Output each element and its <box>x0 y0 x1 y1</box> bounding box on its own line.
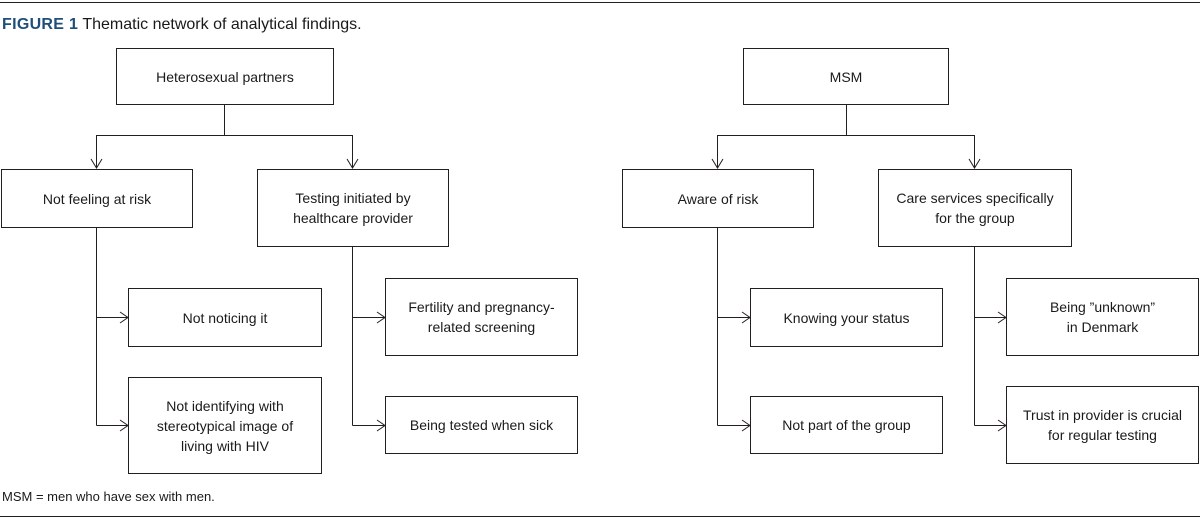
node-msm: MSM <box>743 48 949 105</box>
node-label: Being tested when sick <box>409 417 554 433</box>
connector-left-theme2 <box>352 246 385 426</box>
figure-caption: FIGURE 1 Thematic network of analytical … <box>2 15 362 35</box>
node-label: Care services specifically for the group <box>896 190 1054 226</box>
node-not-feeling-at-risk: Not feeling at risk <box>1 169 193 228</box>
connector-right-root <box>717 104 975 168</box>
node-knowing-your-status: Knowing your status <box>750 288 943 347</box>
node-label: Not feeling at risk <box>42 190 152 207</box>
connector-left-root <box>96 104 353 168</box>
node-not-identifying-with-stereotype: Not identifying with stereotypical image… <box>128 377 322 474</box>
node-label: MSM <box>829 68 863 85</box>
arrowhead <box>90 158 103 169</box>
node-label: Not part of the group <box>782 417 911 433</box>
node-label: Not noticing it <box>182 309 268 326</box>
node-label: Heterosexual partners <box>156 68 294 85</box>
node-being-unknown-in-denmark: Being ”unknown” in Denmark <box>1006 278 1199 356</box>
node-label: Fertility and pregnancy-related screenin… <box>408 299 555 335</box>
figure-title: Thematic network of analytical findings. <box>82 16 362 33</box>
node-being-tested-when-sick: Being tested when sick <box>385 396 578 454</box>
bottom-rule <box>0 516 1200 517</box>
connector-left-theme1 <box>96 227 128 426</box>
node-not-noticing-it: Not noticing it <box>128 288 322 347</box>
connector-right-theme2 <box>974 246 1006 426</box>
node-label: Trust in provider is crucial for regular… <box>1023 407 1182 443</box>
arrowhead <box>968 158 981 169</box>
top-rule <box>0 2 1200 3</box>
node-trust-in-provider: Trust in provider is crucial for regular… <box>1006 386 1199 464</box>
node-fertility-pregnancy-screening: Fertility and pregnancy-related screenin… <box>385 278 578 356</box>
footnote: MSM = men who have sex with men. <box>2 489 215 504</box>
node-label: Aware of risk <box>677 190 759 207</box>
node-aware-of-risk: Aware of risk <box>622 169 814 228</box>
figure-label: FIGURE 1 <box>2 16 79 33</box>
arrowhead <box>346 158 359 169</box>
node-label: Testing initiated by healthcare provider <box>293 190 413 226</box>
node-not-part-of-the-group: Not part of the group <box>750 396 943 454</box>
node-testing-initiated-by-provider: Testing initiated by healthcare provider <box>257 169 449 247</box>
node-label: Being ”unknown” in Denmark <box>1049 299 1156 335</box>
node-label: Not identifying with stereotypical image… <box>156 397 294 454</box>
node-label: Knowing your status <box>783 309 910 326</box>
connector-right-theme1 <box>717 227 750 426</box>
node-heterosexual-partners: Heterosexual partners <box>116 48 334 105</box>
node-care-services-for-group: Care services specifically for the group <box>878 169 1072 247</box>
arrowhead <box>711 158 724 169</box>
